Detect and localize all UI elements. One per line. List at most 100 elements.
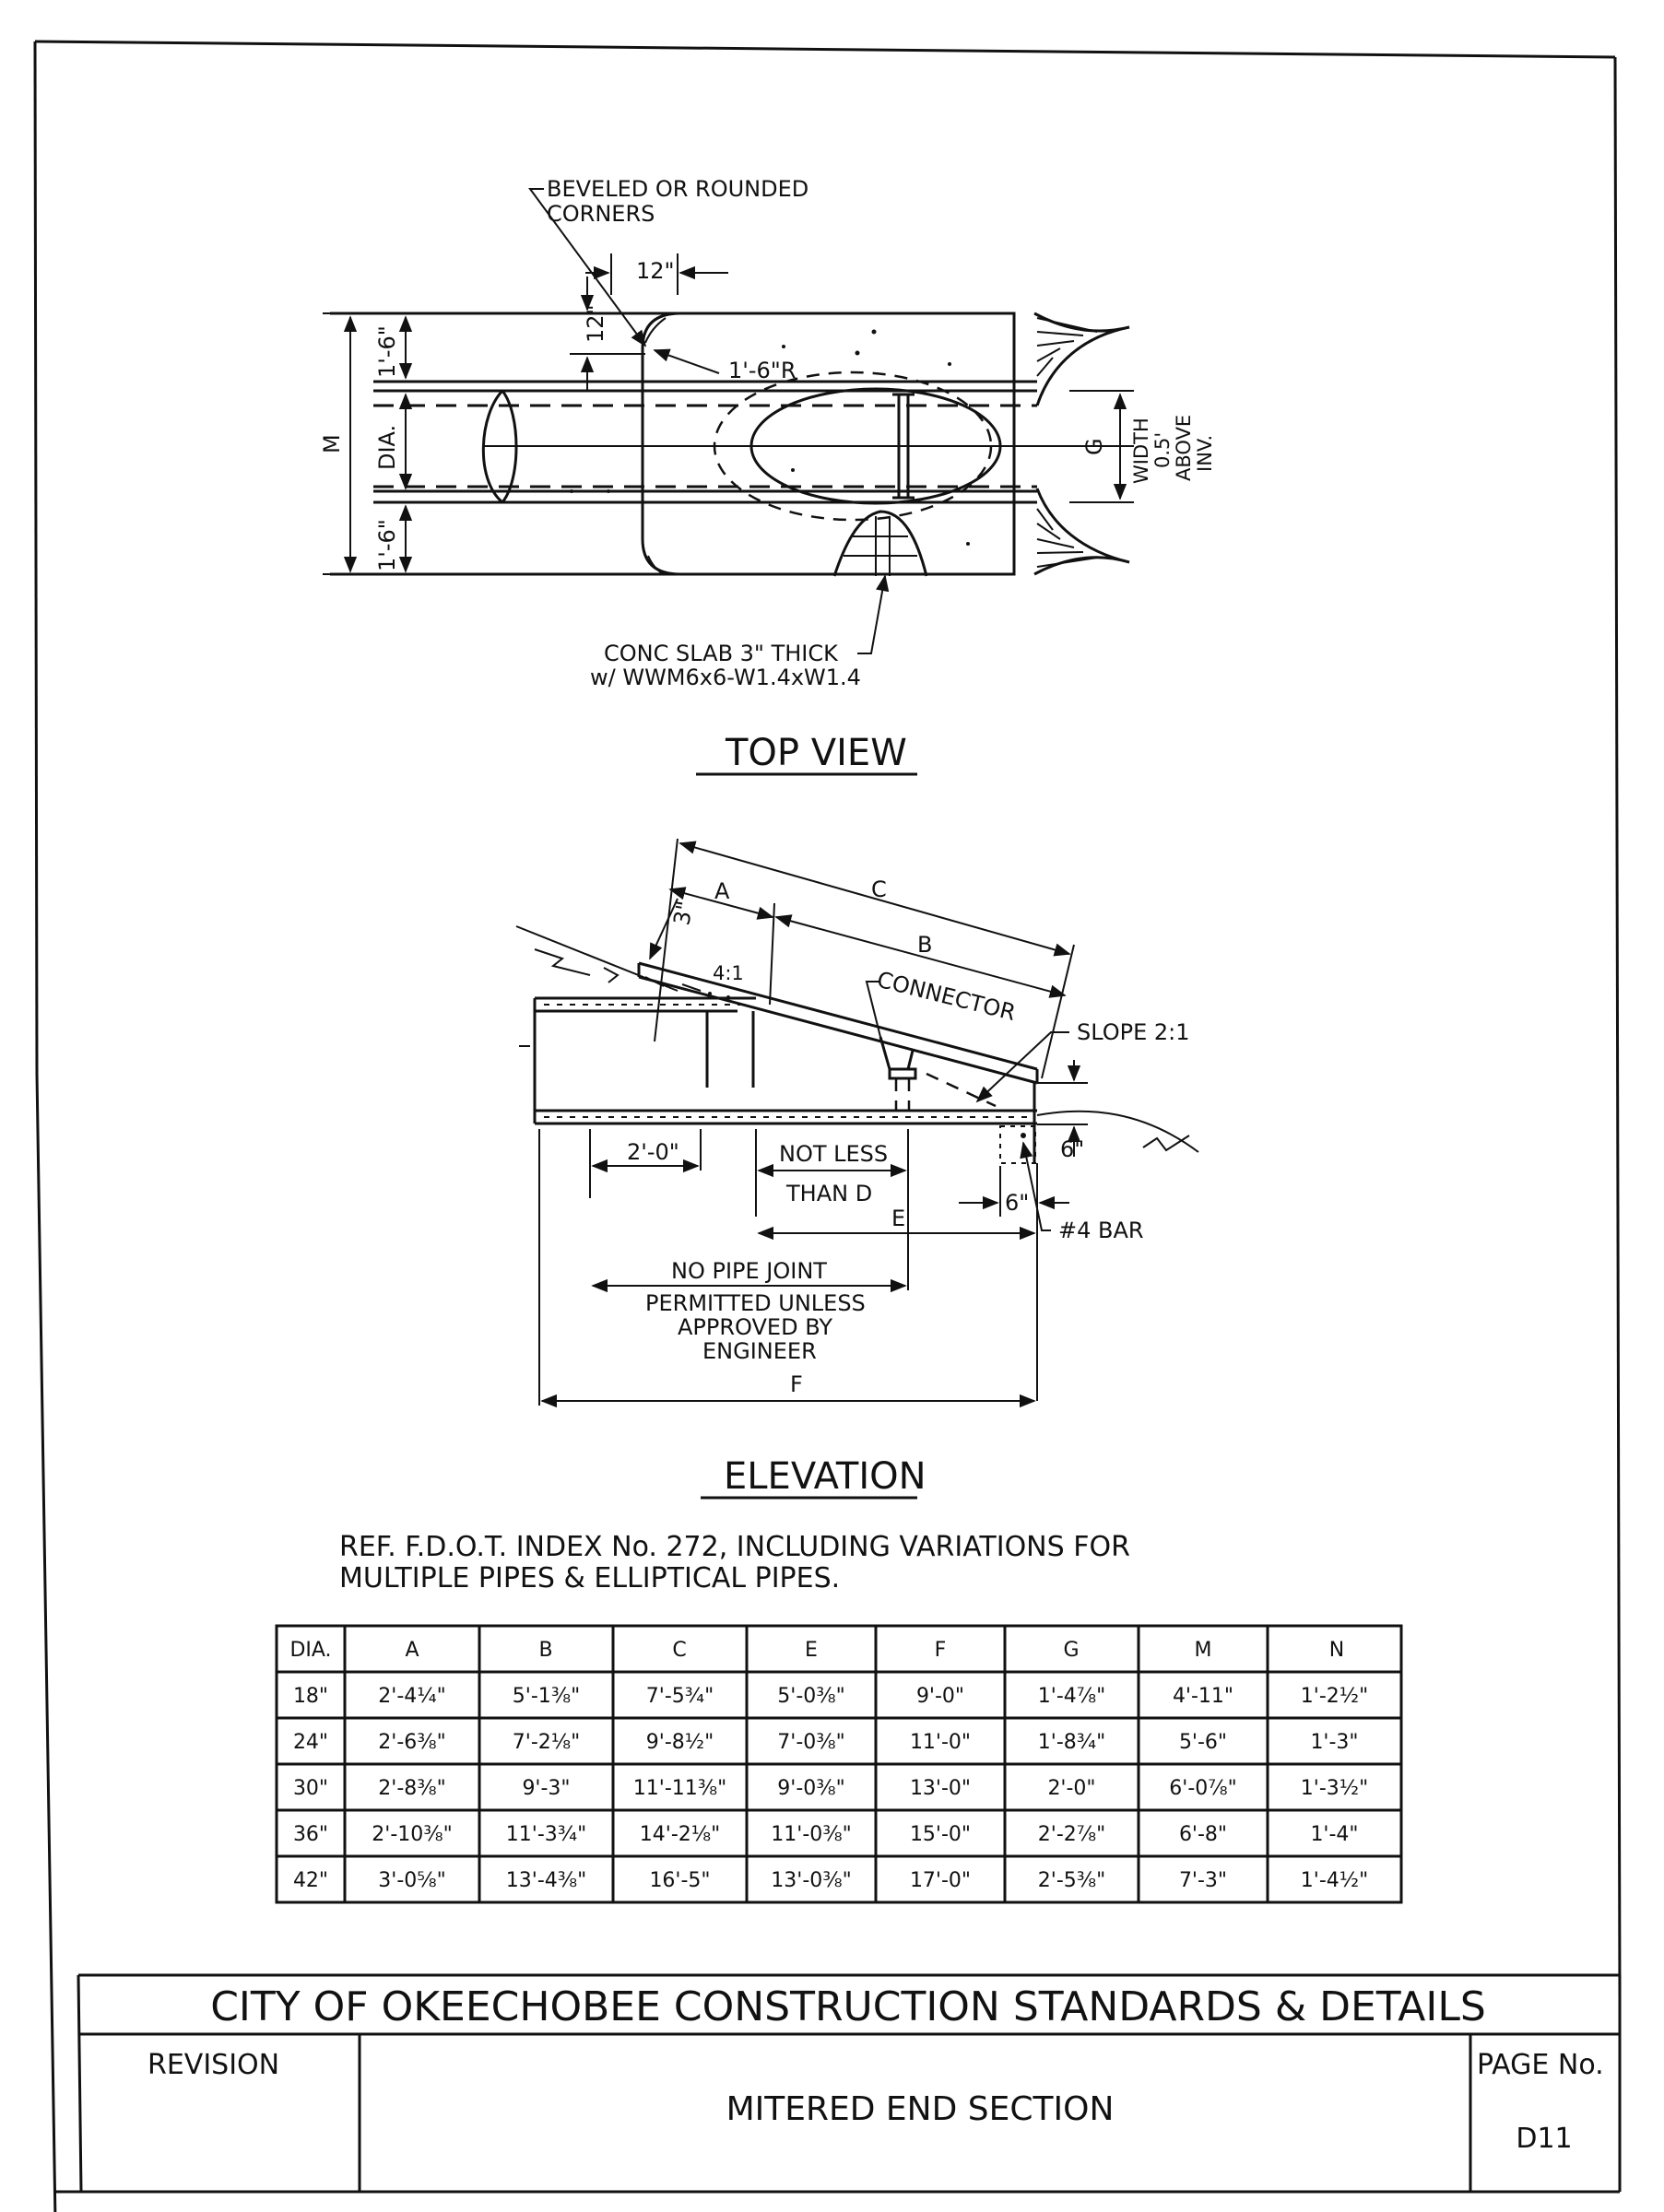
table-header-f: F bbox=[935, 1639, 947, 1662]
table-row: 42" 3'-0⅝" 13'-4⅜" 16'-5" 13'-0⅜" 17'-0" 2'-5⅜… bbox=[293, 1869, 1368, 1892]
table-cell: 9'-0" bbox=[916, 1685, 964, 1708]
dim-3in: 3" bbox=[668, 899, 698, 927]
table-cell: 2'-10⅜" bbox=[372, 1823, 452, 1846]
table-cell: 1'-4" bbox=[1310, 1823, 1358, 1846]
dim-top-1-6: 1'-6" bbox=[374, 325, 400, 378]
table-row: 24"2'-6⅜"7'-2⅛"9'-8½"7'-0⅜"11'-0"1'-8¾"5… bbox=[293, 1731, 1359, 1754]
table-cell: 14'-2⅛" bbox=[640, 1823, 720, 1846]
table-cell: 9'-3" bbox=[522, 1777, 570, 1800]
dim-b: B bbox=[917, 932, 932, 958]
table-cell: 4'-11" bbox=[1173, 1685, 1233, 1708]
slope-4-1: 4:1 bbox=[713, 962, 744, 984]
elevation-title: ELEVATION bbox=[724, 1455, 926, 1498]
width-line3: ABOVE bbox=[1173, 415, 1195, 481]
label-corners: CORNERS bbox=[547, 201, 655, 227]
reference-line2: MULTIPLE PIPES & ELLIPTICAL PIPES. bbox=[339, 1562, 840, 1594]
table-cell: 5'-1⅜" bbox=[513, 1685, 580, 1708]
label-connector: CONNECTOR bbox=[875, 967, 1019, 1026]
table-row: 18"2'-4¼"5'-1⅜"7'-5¾"5'-0⅜"9'-0"1'-4⅞"4'… bbox=[293, 1685, 1368, 1708]
table-cell: 7'-0⅜" bbox=[777, 1731, 844, 1754]
table-cell: 13'-4⅜" bbox=[506, 1869, 586, 1892]
table-header-e: E bbox=[805, 1639, 818, 1662]
dim-f: F bbox=[790, 1371, 803, 1397]
label-permitted-2: APPROVED BY bbox=[678, 1314, 832, 1340]
table-header-n: N bbox=[1329, 1639, 1344, 1662]
table-cell: 13'-0" bbox=[910, 1777, 971, 1800]
dim-6-horizontal: 6" bbox=[1005, 1190, 1029, 1216]
table-cell: 7'-3" bbox=[1179, 1869, 1227, 1892]
sheet-border bbox=[33, 40, 1622, 2212]
table-cell: 17'-0" bbox=[910, 1869, 971, 1892]
table-header-b: B bbox=[538, 1639, 552, 1662]
table-cell: 1'-3" bbox=[1310, 1731, 1358, 1754]
width-line1: WIDTH bbox=[1130, 418, 1152, 484]
title-block-drawing-title: MITERED END SECTION bbox=[726, 2090, 1115, 2128]
label-permitted-1: PERMITTED UNLESS bbox=[645, 1290, 866, 1316]
dim-g: G bbox=[1081, 438, 1107, 455]
dim-e: E bbox=[891, 1206, 905, 1231]
dim-12-vertical: 12" bbox=[583, 304, 608, 343]
dim-6-vertical: 6" bbox=[1060, 1136, 1084, 1162]
slab-line2: w/ WWM6x6-W1.4xW1.4 bbox=[590, 665, 861, 690]
table-row: 30" 2'-8⅜" 9'-3" 11'-11⅜" 9'-0⅜" 13'-0" 2'-0" 6… bbox=[293, 1777, 1368, 1800]
table-cell: 9'-0⅜" bbox=[777, 1777, 844, 1800]
table-cell: 2'-2⅞" bbox=[1038, 1823, 1105, 1846]
table-cell: 18" bbox=[293, 1685, 328, 1708]
table-cell: 3'-0⅝" bbox=[378, 1869, 445, 1892]
table-row: 36"2'-10⅜"11'-3¾"14'-2⅛"11'-0⅜"15'-0"2'-… bbox=[293, 1823, 1359, 1846]
dim-bottom-1-6: 1'-6" bbox=[374, 519, 400, 571]
table-cell: 30" bbox=[293, 1777, 328, 1800]
label-not-less: NOT LESS bbox=[779, 1141, 888, 1167]
title-block-revision-label: REVISION bbox=[148, 2049, 279, 2081]
table-cell: 2'-6⅜" bbox=[378, 1731, 445, 1754]
dim-a: A bbox=[714, 878, 730, 904]
table-cell: 1'-4½" bbox=[1301, 1869, 1368, 1892]
table-cell: 6'-0⅞" bbox=[1169, 1777, 1236, 1800]
table-header-a: A bbox=[405, 1639, 419, 1662]
table-cell: 7'-5¾" bbox=[646, 1685, 714, 1708]
table-header-g: G bbox=[1063, 1639, 1079, 1662]
table-header-c: C bbox=[672, 1639, 686, 1662]
reference-note: REF. F.D.O.T. INDEX No. 272, INCLUDING V… bbox=[339, 1531, 1130, 1594]
table-cell: 11'-0" bbox=[910, 1731, 971, 1754]
label-no-pipe-joint: NO PIPE JOINT bbox=[671, 1258, 827, 1284]
label-than-d: THAN D bbox=[785, 1181, 872, 1206]
title-block-heading: CITY OF OKEECHOBEE CONSTRUCTION STANDARD… bbox=[210, 1983, 1486, 2030]
table-cell: 5'-6" bbox=[1179, 1731, 1227, 1754]
title-block-page-number: D11 bbox=[1516, 2123, 1572, 2155]
table-cell: 2'-8⅜" bbox=[378, 1777, 445, 1800]
table-cell: 2'-4¼" bbox=[378, 1685, 445, 1708]
table-cell: 36" bbox=[293, 1823, 328, 1846]
table-cell: 1'-3½" bbox=[1301, 1777, 1368, 1800]
dim-radius: 1'-6"R bbox=[728, 358, 797, 383]
title-block: CITY OF OKEECHOBEE CONSTRUCTION STANDARD… bbox=[55, 1973, 1622, 2194]
slab-line1: CONC SLAB 3" THICK bbox=[604, 641, 839, 666]
table-cell: 11'-0⅜" bbox=[771, 1823, 851, 1846]
table-cell: 16'-5" bbox=[649, 1869, 710, 1892]
title-block-page-label: PAGE No. bbox=[1477, 2049, 1604, 2081]
table-cell: 1'-8¾" bbox=[1038, 1731, 1105, 1754]
label-beveled-rounded: BEVELED OR ROUNDED bbox=[547, 176, 808, 202]
table-cell: 11'-11⅜" bbox=[633, 1777, 726, 1800]
table-cell: 24" bbox=[293, 1731, 328, 1754]
width-line4: INV. bbox=[1194, 435, 1216, 472]
table-cell: 2'-0" bbox=[1047, 1777, 1095, 1800]
table-cell: 13'-0⅜" bbox=[771, 1869, 851, 1892]
label-slope-2-1: SLOPE 2:1 bbox=[1077, 1019, 1190, 1045]
dimension-table: DIA. A B C E F G M N 18"2'-4¼"5'-1⅜"7'-5… bbox=[275, 1624, 1403, 1904]
top-view-drawing bbox=[330, 312, 1134, 577]
table-cell: 1'-4⅞" bbox=[1038, 1685, 1105, 1708]
table-header-m: M bbox=[1195, 1639, 1212, 1662]
table-cell: 2'-5⅜" bbox=[1038, 1869, 1105, 1892]
dim-2-0: 2'-0" bbox=[627, 1139, 679, 1165]
table-cell: 1'-2½" bbox=[1301, 1685, 1368, 1708]
table-cell: 15'-0" bbox=[910, 1823, 971, 1846]
dim-c: C bbox=[871, 877, 887, 902]
label-4-bar: #4 BAR bbox=[1058, 1218, 1144, 1243]
top-view-dimensions bbox=[323, 188, 1134, 654]
table-cell: 42" bbox=[293, 1869, 328, 1892]
dim-12-horizontal: 12" bbox=[636, 258, 675, 284]
table-cell: 9'-8½" bbox=[646, 1731, 714, 1754]
width-line2: 0.5' bbox=[1151, 432, 1174, 468]
